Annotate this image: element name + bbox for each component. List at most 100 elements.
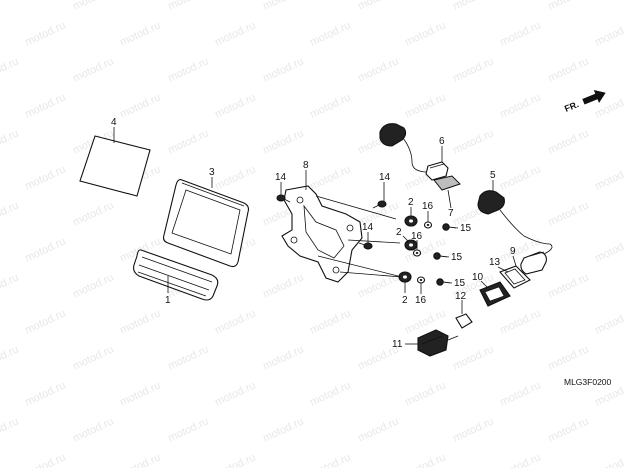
watermark-text: motod.ru xyxy=(23,235,67,264)
callout-14: 14 xyxy=(379,172,391,183)
callout-10: 10 xyxy=(472,272,484,283)
callout-15: 15 xyxy=(460,223,472,234)
watermark-text: motod.ru xyxy=(0,127,21,156)
watermark-text: motod.ru xyxy=(261,127,305,156)
watermark-text: motod.ru xyxy=(546,199,590,228)
watermark-text: motod.ru xyxy=(593,307,625,336)
part-5-socket-wire xyxy=(477,190,553,275)
callout-6: 6 xyxy=(439,136,445,147)
watermark-text: motod.ru xyxy=(213,91,257,120)
watermark-text: motod.ru xyxy=(23,19,67,48)
callout-13: 13 xyxy=(489,257,501,268)
part-16-collar xyxy=(412,221,433,284)
watermark-text: motod.ru xyxy=(308,379,352,408)
watermark-text: motod.ru xyxy=(593,19,625,48)
watermark-text: motod.ru xyxy=(213,307,257,336)
part-14-screw xyxy=(276,194,387,250)
callout-14: 14 xyxy=(362,222,374,233)
callout-11: 11 xyxy=(392,339,403,350)
watermark-text: motod.ru xyxy=(0,271,21,300)
watermark-text: motod.ru xyxy=(0,55,21,84)
watermark-text: motod.ru xyxy=(546,0,590,13)
watermark-text: motod.ru xyxy=(118,379,162,408)
watermark-text: motod.ru xyxy=(308,91,352,120)
watermark-text: motod.ru xyxy=(261,343,305,372)
callout-2: 2 xyxy=(408,197,414,208)
watermark-text: motod.ru xyxy=(0,0,21,13)
part-4-lens-sheet xyxy=(79,135,151,197)
watermark-text: motod.ru xyxy=(593,163,625,192)
diagram-code: MLG3F0200 xyxy=(564,377,612,387)
watermark-text: motod.ru xyxy=(166,55,210,84)
callout-7: 7 xyxy=(448,208,454,219)
watermark-text: motod.ru xyxy=(71,271,115,300)
watermark-text: motod.ru xyxy=(498,379,542,408)
watermark-text: motod.ru xyxy=(403,91,447,120)
watermark-text: motod.ru xyxy=(71,199,115,228)
watermark-text: motod.ru xyxy=(498,163,542,192)
watermark-text: motod.ru xyxy=(498,451,542,468)
callout-12: 12 xyxy=(455,291,467,302)
callout-2: 2 xyxy=(396,227,402,238)
watermark-text: motod.ru xyxy=(356,415,400,444)
watermark-text: motod.ru xyxy=(23,379,67,408)
watermark-text: motod.ru xyxy=(213,451,257,468)
watermark-text: motod.ru xyxy=(213,19,257,48)
watermark-text: motod.ru xyxy=(451,127,495,156)
callout-16: 16 xyxy=(422,201,434,212)
callout-labels: 4 3 1 8 14 14 14 2 2 2 16 16 16 15 15 15… xyxy=(111,117,516,350)
fr-label: FR. xyxy=(563,99,580,114)
watermark-text: motod.ru xyxy=(546,415,590,444)
watermark-text: motod.ru xyxy=(308,163,352,192)
watermark-text: motod.ru xyxy=(0,343,21,372)
watermark-text: motod.ru xyxy=(0,199,21,228)
part-2-grommet xyxy=(398,215,418,283)
part-12-clip xyxy=(455,313,473,329)
callout-5: 5 xyxy=(490,170,496,181)
watermark-text: motod.ru xyxy=(71,415,115,444)
watermark-text: motod.ru xyxy=(118,451,162,468)
leader-lines xyxy=(113,127,517,345)
watermark-text: motod.ru xyxy=(118,19,162,48)
arrow-right-icon xyxy=(582,89,606,105)
watermark-text: motod.ru xyxy=(118,307,162,336)
watermark-text: motod.ru xyxy=(71,343,115,372)
watermark-text: motod.ru xyxy=(498,307,542,336)
watermark-text: motod.ru xyxy=(0,415,21,444)
watermark-text: motod.ru xyxy=(403,19,447,48)
watermark-text: motod.ru xyxy=(451,55,495,84)
watermark-text: motod.ru xyxy=(593,451,625,468)
watermark-text: motod.ru xyxy=(71,0,115,13)
callout-9: 9 xyxy=(510,246,516,257)
callout-2: 2 xyxy=(402,295,408,306)
watermark-text: motod.ru xyxy=(546,127,590,156)
part-8-stay-bracket xyxy=(281,185,363,283)
callout-16: 16 xyxy=(415,295,427,306)
watermark-text: motod.ru xyxy=(356,0,400,13)
watermark-text: motod.ru xyxy=(213,163,257,192)
guide-lines xyxy=(315,195,403,278)
part-7-sheet xyxy=(433,175,461,191)
watermark-text: motod.ru xyxy=(451,0,495,13)
watermark-text: motod.ru xyxy=(23,451,67,468)
callout-3: 3 xyxy=(209,167,215,178)
watermark-text: motod.ru xyxy=(593,235,625,264)
watermark-text: motod.ru xyxy=(356,55,400,84)
part-6-socket-wire xyxy=(379,123,449,181)
watermark-text: motod.ru xyxy=(546,271,590,300)
callout-4: 4 xyxy=(111,117,117,128)
callout-1: 1 xyxy=(165,295,171,306)
watermark-text: motod.ru xyxy=(23,91,67,120)
watermark-text: motod.ru xyxy=(261,415,305,444)
callout-15: 15 xyxy=(454,278,466,289)
part-11-switch xyxy=(417,329,459,357)
watermark-text: motod.ru xyxy=(498,91,542,120)
callout-16: 16 xyxy=(411,231,423,242)
watermark-text: motod.ru xyxy=(403,379,447,408)
watermark-text: motod.ru xyxy=(498,19,542,48)
watermark-text: motod.ru xyxy=(451,343,495,372)
callout-8: 8 xyxy=(303,160,309,171)
watermark-text: motod.ru xyxy=(261,271,305,300)
callout-14: 14 xyxy=(275,172,287,183)
